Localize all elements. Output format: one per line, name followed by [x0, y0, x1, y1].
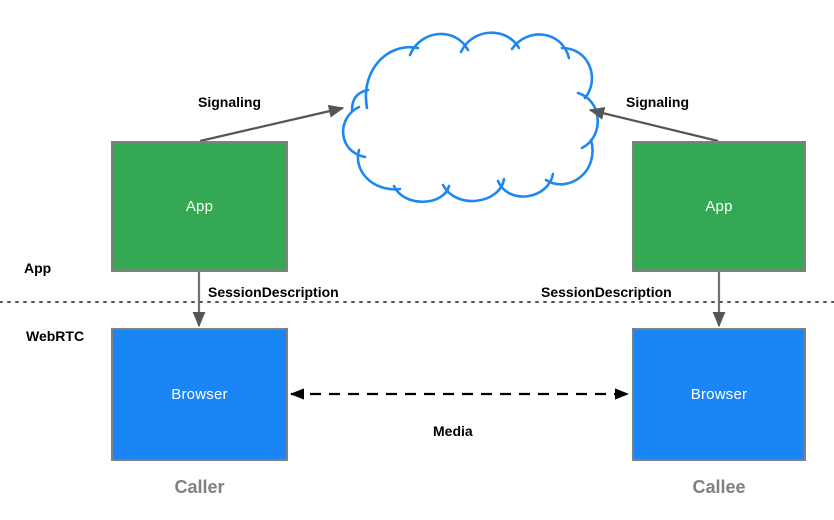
caller-app-box[interactable]: App	[111, 141, 288, 272]
signaling-cloud-icon	[341, 31, 599, 204]
caller-session-description-label: SessionDescription	[208, 284, 339, 300]
role-label-callee: Callee	[692, 477, 746, 497]
callee-browser-box[interactable]: Browser	[632, 328, 806, 461]
callee-browser-label: Browser	[690, 386, 748, 403]
role-label-caller: Caller	[174, 477, 225, 497]
layer-label-app: App	[24, 260, 52, 276]
media-label: Media	[433, 423, 473, 439]
layer-label-webrtc: WebRTC	[26, 328, 85, 344]
callee-app-box[interactable]: App	[632, 141, 806, 272]
caller-app-label: App	[185, 198, 214, 215]
caller-signaling-arrow	[199, 104, 345, 143]
callee-session-description-label: SessionDescription	[541, 284, 672, 300]
caller-browser-box[interactable]: Browser	[111, 328, 288, 461]
caller-signaling-label: Signaling	[198, 94, 261, 110]
callee-signaling-label: Signaling	[626, 94, 689, 110]
callee-signaling-arrow	[588, 107, 719, 143]
caller-browser-label: Browser	[171, 386, 228, 403]
callee-app-label: App	[705, 198, 733, 215]
